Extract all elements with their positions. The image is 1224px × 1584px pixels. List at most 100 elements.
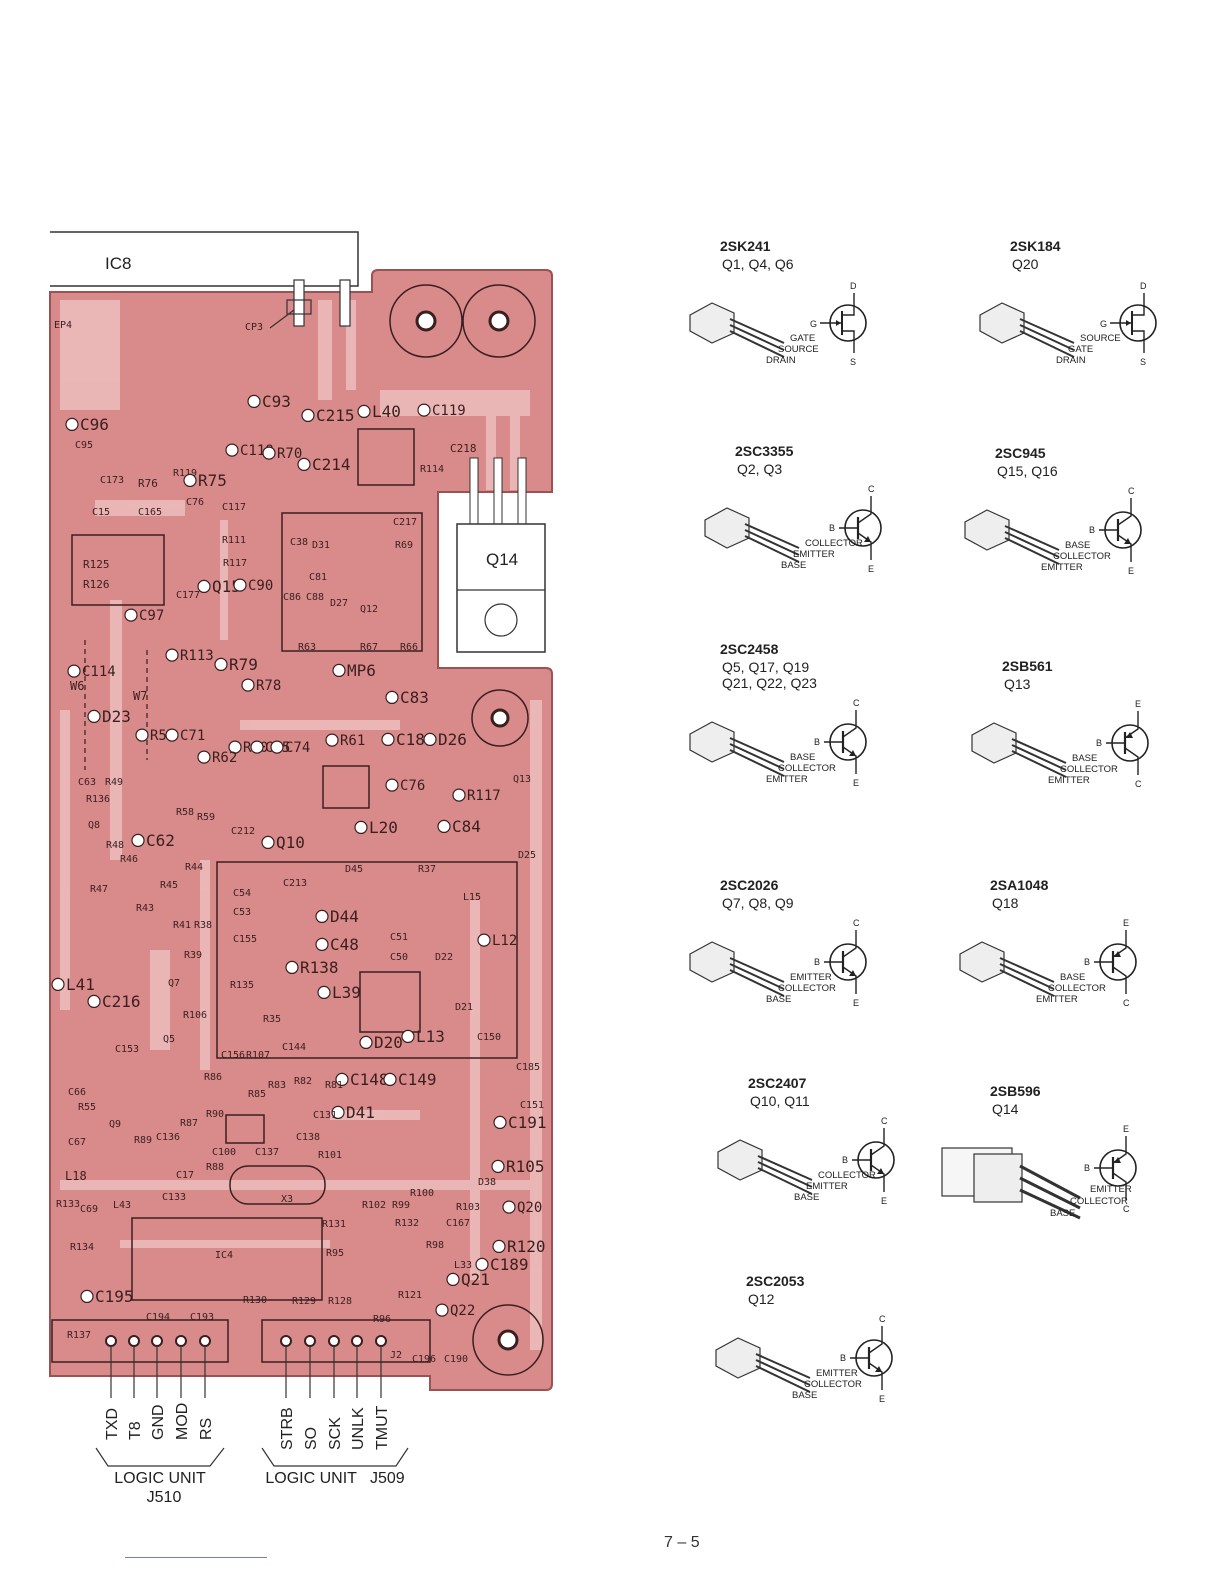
- terminal-label: B: [1084, 957, 1090, 967]
- pcb-pad: [87, 709, 101, 724]
- pcb-component-label: C195: [95, 1287, 134, 1306]
- pcb-component: R135: [230, 980, 254, 991]
- pcb-pad: [383, 1072, 397, 1087]
- transistor-lead: [729, 749, 785, 777]
- symbol-drain: [1132, 293, 1145, 316]
- pcb-component-label: R48: [106, 840, 124, 851]
- pcb-component: R35: [263, 1014, 281, 1025]
- symbol-source: [842, 330, 855, 353]
- transistor-lead: [755, 1359, 811, 1386]
- pcb-pad: [417, 403, 431, 417]
- pcb-component-label: Q12: [360, 604, 378, 615]
- pcb-component-label: L33: [454, 1260, 472, 1271]
- pcb-component-label: R61: [340, 733, 365, 749]
- pcb-component: R88: [206, 1162, 224, 1173]
- symbol-arrow: [849, 970, 856, 976]
- pcb-component: C71: [165, 728, 205, 744]
- pcb-component-label: C133: [162, 1192, 186, 1203]
- pcb-component: D31: [312, 540, 330, 551]
- pcb-component-label: Q8: [88, 820, 100, 831]
- pcb-pad: [452, 788, 466, 802]
- pcb-component: L20: [354, 818, 398, 837]
- transistor-pin-name: COLLECTOR: [804, 1379, 862, 1390]
- pcb-component: C190: [444, 1354, 468, 1365]
- transistor-pin-name: BASE: [1065, 540, 1090, 551]
- pcb-component-label: R101: [318, 1150, 342, 1161]
- transistor-pin-name: COLLECTOR: [778, 983, 836, 994]
- pcb-component-label: Q22: [450, 1303, 475, 1319]
- symbol-arrow: [1114, 951, 1121, 957]
- pcb-component-label: C213: [283, 878, 307, 889]
- pcb-component-label: Q5: [163, 1034, 175, 1045]
- pcb-component-label: D41: [346, 1103, 375, 1122]
- pcb-component: R47: [90, 884, 108, 895]
- pcb-pad: [357, 404, 371, 418]
- pcb-component: C215: [301, 406, 355, 425]
- pcb-component-label: R106: [183, 1010, 207, 1021]
- pcb-pad: [165, 728, 179, 742]
- pcb-component-label: C144: [282, 1042, 306, 1053]
- pcb-component: R137: [67, 1330, 91, 1341]
- pcb-component-label: C138: [296, 1132, 320, 1143]
- pcb-pad: [325, 733, 339, 747]
- transistor-pin-name: BASE: [781, 560, 806, 571]
- pcb-component-label: C215: [316, 406, 355, 425]
- pcb-pad: [67, 664, 81, 678]
- pcb-component-label: R120: [507, 1237, 546, 1256]
- transistor-part-number: 2SC2458: [720, 641, 779, 657]
- pcb-component-label: R138: [300, 958, 339, 977]
- pcb-component-label: L40: [372, 402, 401, 421]
- pcb-component-label: R100: [410, 1188, 434, 1199]
- pcb-component-label: D31: [312, 540, 330, 551]
- pcb-component: R43: [136, 903, 154, 914]
- pcb-component-label: R129: [292, 1296, 316, 1307]
- pcb-component: R58: [176, 807, 194, 818]
- transistor-refs: Q13: [1004, 676, 1031, 692]
- pcb-pad: [87, 994, 101, 1009]
- pcb-component-label: C83: [400, 688, 429, 707]
- pcb-component: Q7: [168, 978, 180, 989]
- transistor-refs: Q21, Q22, Q23: [722, 675, 817, 691]
- pcb-component-label: C177: [176, 590, 200, 601]
- transistor-lead: [729, 743, 785, 770]
- pcb-component-label: R44: [185, 862, 203, 873]
- terminal-label: C: [881, 1116, 888, 1126]
- transistor-refs: Q20: [1012, 256, 1039, 272]
- pcb-component: R44: [185, 862, 203, 873]
- pcb-pad: [301, 408, 315, 422]
- pcb-pad: [124, 608, 138, 622]
- pcb-component: R128: [328, 1296, 352, 1307]
- transistor-lead: [1004, 525, 1060, 551]
- terminal-label: G: [1100, 319, 1107, 329]
- pcb-component: C74: [270, 740, 310, 756]
- pcb-pad: [228, 740, 242, 754]
- pcb-component: C131: [313, 1110, 337, 1121]
- pcb-component: R45: [160, 880, 178, 891]
- pcb-component-label: Q20: [517, 1200, 542, 1216]
- pcb-component: IC4: [215, 1250, 233, 1261]
- pcb-component: R39: [184, 950, 202, 961]
- pcb-pad: [225, 443, 239, 457]
- pcb-component-label: L18: [65, 1169, 87, 1183]
- transistor-lead: [755, 1365, 811, 1393]
- pcb-component-label: C212: [231, 826, 255, 837]
- pcb-pad: [197, 750, 211, 764]
- symbol-drain: [842, 293, 855, 316]
- pcb-pad: [477, 933, 491, 947]
- terminal-label: E: [868, 564, 874, 574]
- pcb-component-label: C153: [115, 1044, 139, 1055]
- terminal-label: C: [853, 698, 860, 708]
- pcb-component: Q15: [197, 577, 241, 596]
- terminal-label: E: [1135, 699, 1141, 709]
- transistor-pin-name: EMITTER: [1041, 562, 1083, 573]
- pcb-component: R41: [173, 920, 191, 931]
- pcb-pad: [135, 728, 149, 742]
- pcb-component: C97: [124, 608, 164, 624]
- pcb-component: R81: [325, 1080, 343, 1091]
- pcb-component: C177: [176, 590, 200, 601]
- pcb-component-label: C193: [190, 1312, 214, 1323]
- j509-pin-label: TMUT: [374, 1405, 391, 1450]
